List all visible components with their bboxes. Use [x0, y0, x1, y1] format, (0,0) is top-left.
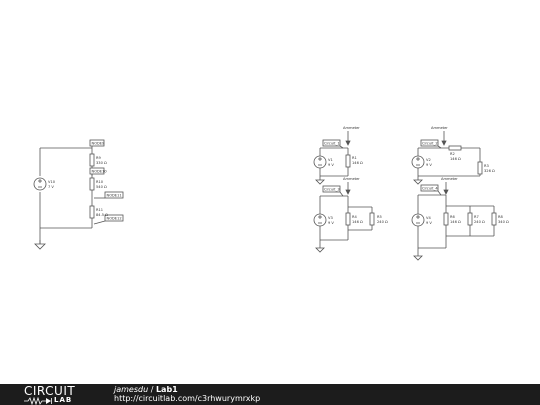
- source-value: 7 V: [48, 185, 54, 189]
- resistor-value: 540 Ω: [96, 185, 107, 189]
- circuit-label-box: [420, 139, 439, 147]
- voltage-source-icon[interactable]: [313, 213, 327, 227]
- page-title: Lab1: [155, 385, 178, 394]
- node-label: NODE11: [107, 194, 122, 198]
- resistor-icon[interactable]: [345, 154, 351, 168]
- circuit-label-box: [322, 185, 341, 193]
- source-value: 9 V: [426, 221, 432, 225]
- resistor-name: R4: [352, 215, 357, 219]
- logo-wordmark-bottom: LAB: [54, 396, 73, 404]
- resistor-name: R2: [450, 152, 455, 156]
- ammeter-label: Ammeter: [441, 177, 458, 181]
- resistor-value: 146 Ω: [450, 220, 461, 224]
- source-name: V10: [48, 180, 56, 184]
- title-separator: /: [150, 385, 154, 394]
- logo-wordmark-top: CIRCUIT: [24, 384, 76, 398]
- ground-icon: [315, 247, 325, 253]
- author-name[interactable]: jamesdu: [114, 385, 149, 394]
- resistor-icon[interactable]: [89, 205, 95, 219]
- resistor-name: R5: [377, 215, 382, 219]
- source-name: V1: [328, 158, 333, 162]
- resistor-icon[interactable]: [448, 145, 462, 151]
- resistor-value: 146 Ω: [450, 157, 461, 161]
- circuit-label: Circuit_3: [324, 188, 340, 192]
- resistor-value: 340 Ω: [498, 220, 509, 224]
- resistor-icon[interactable]: [369, 212, 375, 226]
- resistor-name: R10: [96, 180, 104, 184]
- resistor-icon[interactable]: [467, 212, 473, 226]
- ammeter-arrow-icon: [441, 131, 447, 146]
- source-name: V3: [328, 216, 333, 220]
- resistor-value: 326 Ω: [484, 169, 495, 173]
- source-name: V2: [426, 158, 431, 162]
- resistor-value: 146 Ω: [352, 161, 363, 165]
- resistor-icon[interactable]: [89, 177, 95, 191]
- ammeter-arrow-icon: [443, 182, 449, 195]
- circuit-label: Circuit_4: [422, 187, 438, 191]
- source-value: 9 V: [426, 163, 432, 167]
- ammeter-arrow-icon: [345, 182, 351, 195]
- source-name: V4: [426, 216, 431, 220]
- source-value: 9 V: [328, 163, 334, 167]
- resistor-name: R7: [474, 215, 479, 219]
- node-label: NODE9: [92, 142, 106, 146]
- ammeter-label: Ammeter: [343, 126, 360, 130]
- resistor-icon[interactable]: [345, 212, 351, 226]
- ground-icon: [413, 255, 423, 261]
- circuit-3: [313, 182, 375, 253]
- resistor-name: R6: [450, 215, 455, 219]
- voltage-source-icon[interactable]: [313, 155, 327, 169]
- ammeter-label: Ammeter: [431, 126, 448, 130]
- resistor-name: R9: [96, 156, 101, 160]
- ground-icon: [34, 240, 46, 250]
- resistor-value: 146 Ω: [352, 220, 363, 224]
- circuit-left: [33, 139, 124, 250]
- node-label-box: [89, 167, 105, 175]
- resistor-name: R11: [96, 208, 103, 212]
- node-label: NODE10: [92, 170, 108, 174]
- source-value: 9 V: [328, 221, 334, 225]
- resistor-value: 240 Ω: [474, 220, 485, 224]
- node-label-box: [89, 139, 105, 147]
- circuit-label: Circuit_1: [324, 142, 340, 146]
- resistor-name: R3: [484, 164, 489, 168]
- circuitlab-logo[interactable]: CIRCUIT LAB: [24, 384, 90, 405]
- resistor-value: 330 Ω: [96, 161, 107, 165]
- circuit-2: [411, 131, 483, 185]
- voltage-source-icon[interactable]: [411, 213, 425, 227]
- circuit-1: [313, 131, 351, 185]
- circuit-label: Circuit_2: [422, 142, 438, 146]
- resistor-name: R1: [352, 156, 357, 160]
- voltage-source-icon[interactable]: [33, 177, 47, 191]
- ground-icon: [315, 179, 325, 185]
- circuit-label-box: [420, 184, 439, 192]
- resistor-value: 84.5 Ω: [96, 213, 108, 217]
- ammeter-arrow-icon: [345, 131, 351, 146]
- node-label: NODE12: [107, 217, 122, 221]
- resistor-name: R8: [498, 215, 503, 219]
- resistor-icon[interactable]: [477, 161, 483, 175]
- voltage-source-icon[interactable]: [411, 155, 425, 169]
- page-url-link[interactable]: http://circuitlab.com/c3rhwurymrxkp: [114, 394, 261, 403]
- circuit-label-box: [322, 139, 341, 147]
- ground-icon: [413, 179, 423, 185]
- resistor-icon[interactable]: [443, 212, 449, 226]
- footer-bar: CIRCUIT LAB jamesdu / Lab1 http://circui…: [0, 384, 540, 405]
- resistor-icon[interactable]: [491, 212, 497, 226]
- logo-wave-icon: [24, 397, 52, 405]
- page-meta: jamesdu / Lab1 http://circuitlab.com/c3r…: [114, 385, 260, 403]
- resistor-value: 240 Ω: [377, 220, 388, 224]
- resistor-icon[interactable]: [89, 153, 95, 167]
- circuit-4: [411, 182, 497, 261]
- node-label-box: [104, 191, 124, 199]
- node-label-box: [104, 214, 124, 222]
- ammeter-label: Ammeter: [343, 177, 360, 181]
